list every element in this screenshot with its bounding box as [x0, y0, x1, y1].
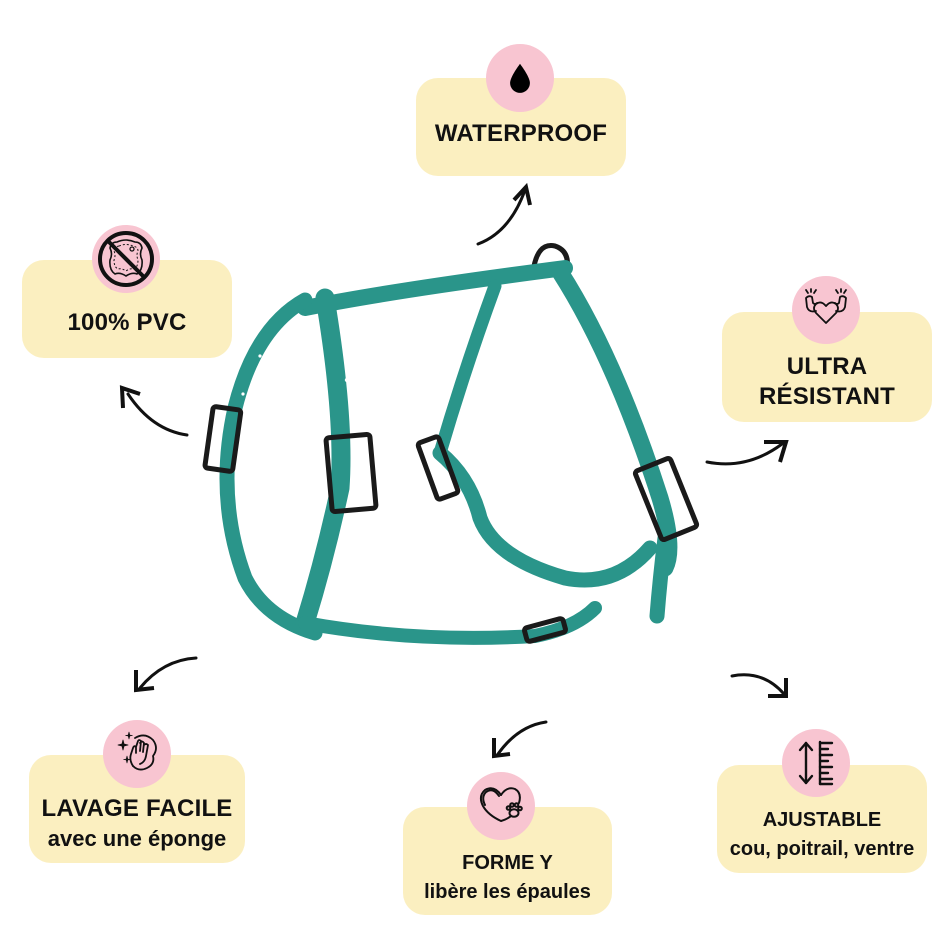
- inner-strap: [433, 279, 502, 460]
- water-drop-icon: [510, 63, 530, 93]
- feature-subtitle: cou, poitrail, ventre: [729, 838, 915, 860]
- heart-paw-icon: [479, 787, 523, 822]
- arrow-to-shape: [492, 720, 548, 759]
- strong-heart-icon: [805, 288, 847, 324]
- feature-title: 100% PVC: [67, 309, 187, 336]
- feature-badge-adjustable: [782, 729, 850, 797]
- arrow-to-resistant: [705, 440, 789, 466]
- feature-badge-pvc: [92, 225, 160, 293]
- arrow-to-waterproof: [476, 182, 532, 246]
- hand-wipe-sparkle-icon: [117, 731, 157, 771]
- feature-title-line1: ULTRA: [786, 353, 868, 380]
- feature-badge-resistant: [792, 276, 860, 344]
- front-chest-strap: [295, 288, 351, 633]
- belly-strap: [298, 601, 602, 645]
- back-strap: [297, 260, 573, 316]
- buckle-front: [323, 431, 379, 515]
- no-leather-icon: [98, 231, 154, 287]
- right-side-strap: [551, 263, 678, 577]
- buckle-bottom: [522, 616, 568, 644]
- feature-title: WATERPROOF: [434, 120, 608, 147]
- feature-title-line2: RÉSISTANT: [758, 383, 896, 410]
- feature-title: LAVAGE FACILE: [41, 795, 233, 823]
- buckle-right: [632, 455, 700, 543]
- buckle-left: [202, 404, 244, 474]
- strap-end: [649, 530, 673, 624]
- feature-title: AJUSTABLE: [762, 809, 882, 831]
- arrow-to-adjustable: [730, 673, 788, 698]
- feature-subtitle: libère les épaules: [424, 881, 591, 903]
- feature-badge-shape: [467, 772, 535, 840]
- belly-loop: [432, 445, 658, 588]
- arrow-to-pvc: [119, 385, 189, 437]
- harness-illustration: [202, 243, 700, 645]
- feature-badge-waterproof: [486, 44, 554, 112]
- feature-subtitle: avec une éponge: [47, 826, 227, 852]
- buckle-inner: [415, 434, 461, 502]
- adjust-ruler-icon: [798, 740, 834, 786]
- arrow-to-washable: [134, 656, 198, 693]
- feature-badge-washable: [103, 720, 171, 788]
- left-neck-strap: [219, 292, 323, 641]
- feature-title: FORME Y: [462, 852, 553, 874]
- feature-card-pvc: 100% PVC: [22, 260, 232, 358]
